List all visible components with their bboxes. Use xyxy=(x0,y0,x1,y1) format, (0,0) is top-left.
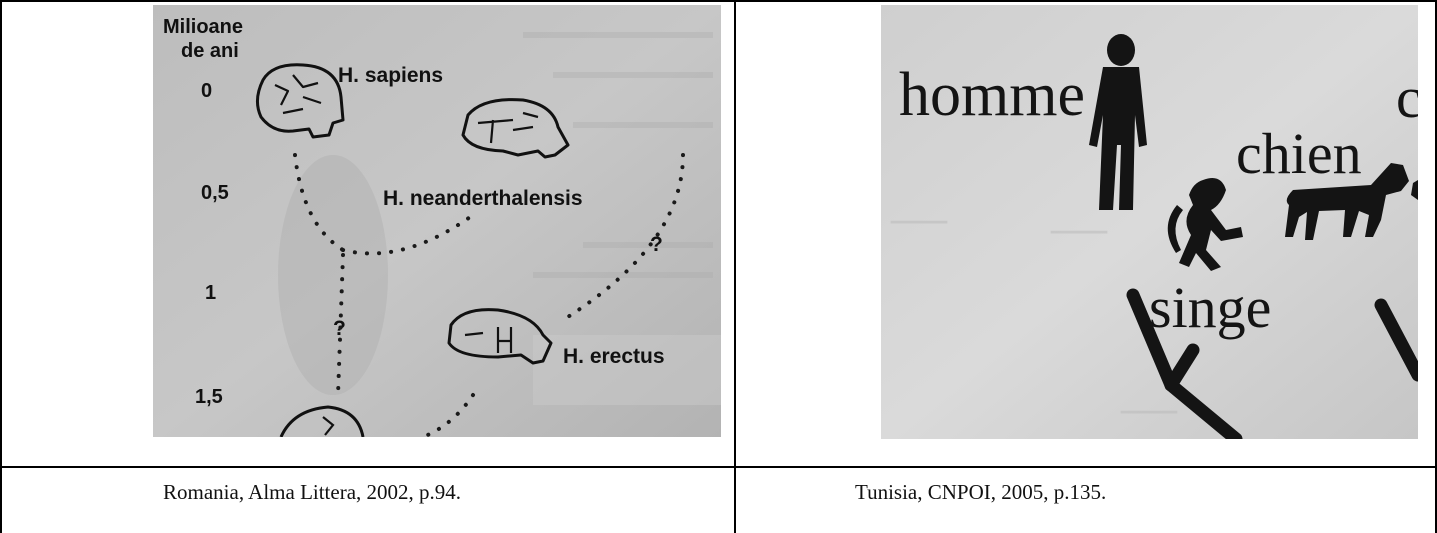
left-photo-evolution-chart: Milioane de ani 0 0,5 1 1,5 H. sapiens H… xyxy=(153,5,721,437)
tick-label-1: 1 xyxy=(205,282,216,304)
tick-label-0: 0 xyxy=(201,80,212,102)
caption-left: Romania, Alma Littera, 2002, p.94. xyxy=(163,480,461,505)
right-photo-species-diagram: — — — homme chien c singe xyxy=(881,5,1418,439)
label-h-erectus: H. erectus xyxy=(563,345,665,368)
table-column-divider xyxy=(734,0,736,533)
caption-right: Tunisia, CNPOI, 2005, p.135. xyxy=(855,480,1106,505)
tick-label-1-5: 1,5 xyxy=(195,386,223,408)
label-h-sapiens: H. sapiens xyxy=(338,64,443,87)
label-homme: homme xyxy=(899,61,1085,129)
label-chien: chien xyxy=(1236,121,1362,186)
table-border-left xyxy=(0,0,2,533)
label-h-neanderthalensis: H. neanderthalensis xyxy=(383,187,583,210)
table-border-top xyxy=(0,0,1437,2)
label-singe: singe xyxy=(1149,275,1271,340)
axis-title-line1: Milioane xyxy=(163,16,243,38)
axis-title-line2: de ani xyxy=(181,40,239,62)
svg-text:—: — xyxy=(890,186,948,248)
table-row-divider xyxy=(0,466,1437,468)
label-cut-letter: c xyxy=(1396,65,1418,130)
tick-label-0-5: 0,5 xyxy=(201,182,229,204)
